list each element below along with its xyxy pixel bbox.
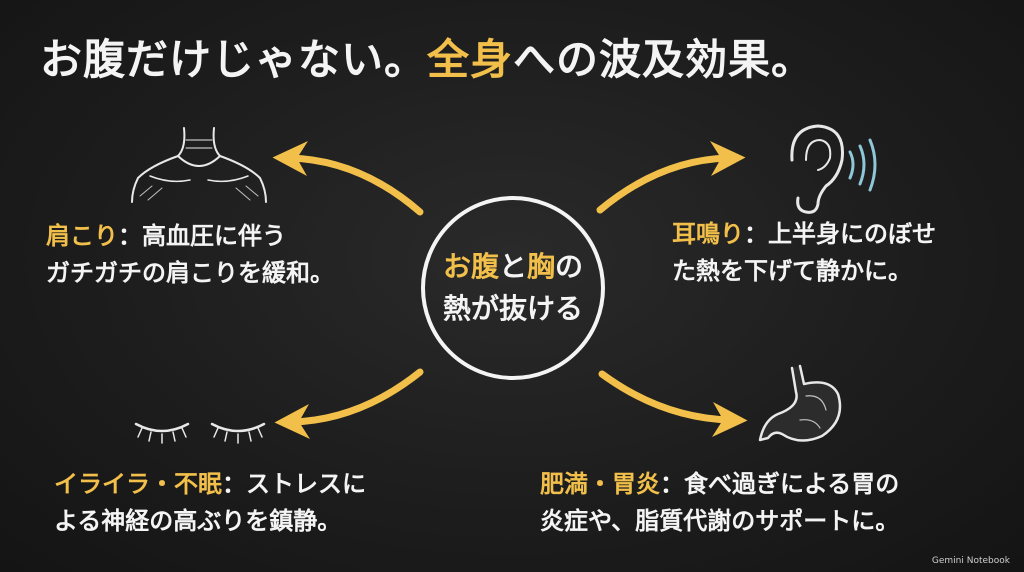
effect-shoulder-line1: 肩こり：高血圧に伴う <box>46 218 334 255</box>
effect-stomach-text1: 食べ過ぎによる胃の <box>684 470 900 498</box>
effect-shoulder-text1: 高血圧に伴う <box>142 222 286 250</box>
effect-ear-line1: 耳鳴り：上半身にのぼせ <box>672 216 936 253</box>
center-particle-no: の <box>555 250 584 283</box>
watermark: Gemini Notebook <box>931 556 1010 566</box>
arrow-to-eyes <box>274 368 424 439</box>
page-title: お腹だけじゃない。全身への波及効果。 <box>40 26 814 87</box>
separator: ： <box>118 222 142 250</box>
center-line2: 熱が抜ける <box>442 292 583 325</box>
separator: ： <box>660 470 684 498</box>
effect-stomach: 肥満・胃炎：食べ過ぎによる胃の 炎症や、脂質代謝のサポートに。 <box>540 466 899 540</box>
effect-sleep: イライラ・不眠：ストレスに よる神経の高ぶりを鎮静。 <box>54 466 366 540</box>
effect-sleep-text2: よる神経の高ぶりを鎮静。 <box>54 507 342 535</box>
ear-sound-icon <box>790 124 877 214</box>
effect-ear-label: 耳鳴り <box>672 220 744 248</box>
center-circle: お腹と胸の 熱が抜ける <box>421 196 605 380</box>
center-accent-belly: お腹 <box>442 250 499 283</box>
stomach-icon <box>758 364 842 442</box>
arrow-to-ear <box>596 141 746 214</box>
center-particle: と <box>498 250 527 283</box>
title-part1: お腹だけじゃない。 <box>40 35 428 84</box>
effect-sleep-label: イライラ・不眠 <box>54 470 222 498</box>
effect-sleep-text1: ストレスに <box>246 470 366 498</box>
effect-stomach-line1: 肥満・胃炎：食べ過ぎによる胃の <box>540 466 899 503</box>
effect-stomach-label: 肥満・胃炎 <box>540 470 660 498</box>
separator: ： <box>222 470 246 498</box>
effect-sleep-line1: イライラ・不眠：ストレスに <box>54 466 366 503</box>
effect-stomach-text2: 炎症や、脂質代謝のサポートに。 <box>540 507 900 535</box>
title-accent: 全身 <box>427 35 514 84</box>
neck-shoulders-icon <box>131 127 267 203</box>
effect-ear-text1: 上半身にのぼせ <box>768 220 936 248</box>
closed-eyes-icon <box>134 422 266 444</box>
effect-ear-text2: た熱を下げて静かに。 <box>672 257 912 285</box>
separator: ： <box>744 220 768 248</box>
center-accent-chest: 胸 <box>527 250 556 283</box>
arrow-to-shoulder <box>272 141 424 216</box>
title-part3: への波及効果。 <box>513 35 815 84</box>
effect-shoulder-label: 肩こり <box>46 222 118 250</box>
arrow-to-stomach <box>598 370 748 437</box>
effect-ear: 耳鳴り：上半身にのぼせ た熱を下げて静かに。 <box>672 216 936 290</box>
center-line1: お腹と胸の <box>443 246 583 288</box>
effect-shoulder-text2: ガチガチの肩こりを緩和。 <box>46 259 334 287</box>
effect-shoulder: 肩こり：高血圧に伴う ガチガチの肩こりを緩和。 <box>46 218 334 292</box>
